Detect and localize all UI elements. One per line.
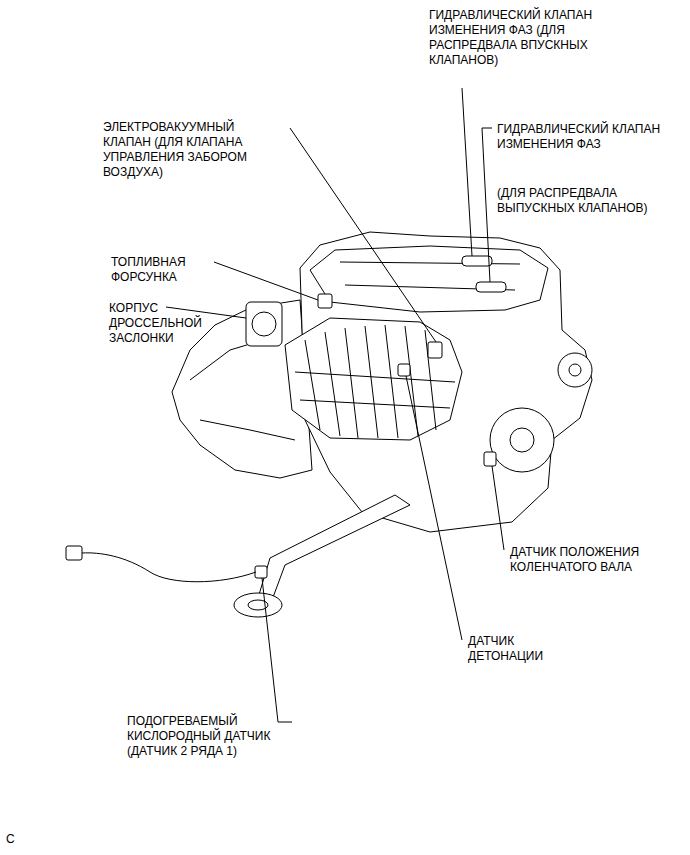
manifold-ribs xyxy=(295,325,455,438)
crank-sensor xyxy=(484,452,496,466)
part-label: ГИДРАВЛИЧЕСКИЙ КЛАПАН ИЗМЕНЕНИЯ ФАЗ (ДЛЯ… xyxy=(429,8,604,68)
crank-pulley-hub xyxy=(510,428,534,452)
throttle-bore xyxy=(252,312,276,336)
knock-sensor xyxy=(398,364,410,376)
leader-line xyxy=(492,466,504,550)
crank-pulley xyxy=(490,408,554,472)
exhaust-flange xyxy=(234,593,282,617)
figure-code: C xyxy=(6,832,36,847)
throttle-body xyxy=(246,302,282,346)
leader-line xyxy=(462,88,472,256)
part-label: ДАТЧИК ДЕТОНАЦИИ xyxy=(468,634,588,664)
transaxle-detail xyxy=(190,335,295,440)
o2-connector xyxy=(66,546,82,560)
aux-pulley xyxy=(558,353,592,387)
part-label: КОРПУС ДРОССЕЛЬНОЙ ЗАСЛОНКИ xyxy=(109,301,219,346)
part-label: (ДЛЯ РАСПРЕДВАЛА ВЫПУСКНЫХ КЛАПАНОВ) xyxy=(497,186,677,216)
vsv xyxy=(428,342,442,358)
ocv-intake xyxy=(462,256,492,266)
leader-line xyxy=(482,128,492,282)
part-label: ЭЛЕКТРОВАКУУМНЫЙ КЛАПАН (ДЛЯ КЛАПАНА УПР… xyxy=(103,120,285,180)
part-label: ТОПЛИВНАЯ ФОРСУНКА xyxy=(111,255,221,285)
part-label: ГИДРАВЛИЧЕСКИЙ КЛАПАН ИЗМЕНЕНИЯ ФАЗ xyxy=(497,122,677,152)
exhaust-pipe xyxy=(258,495,410,600)
leader-line xyxy=(214,262,318,300)
fuel-injector xyxy=(318,294,332,308)
part-label: ДАТЧИК ПОЛОЖЕНИЯ КОЛЕНЧАТОГО ВАЛА xyxy=(510,545,675,575)
o2-sensor xyxy=(255,566,267,578)
head-cover xyxy=(310,246,548,312)
intake-manifold xyxy=(285,318,462,440)
o2-wire xyxy=(82,553,256,582)
aux-pulley-hub xyxy=(569,364,581,376)
part-label: ПОДОГРЕВАЕМЫЙ КИСЛОРОДНЫЙ ДАТЧИК (ДАТЧИК… xyxy=(127,714,297,759)
ocv-exhaust xyxy=(476,282,506,292)
leader-line xyxy=(406,376,462,640)
leader-line xyxy=(290,128,436,342)
leader-line xyxy=(262,578,292,722)
